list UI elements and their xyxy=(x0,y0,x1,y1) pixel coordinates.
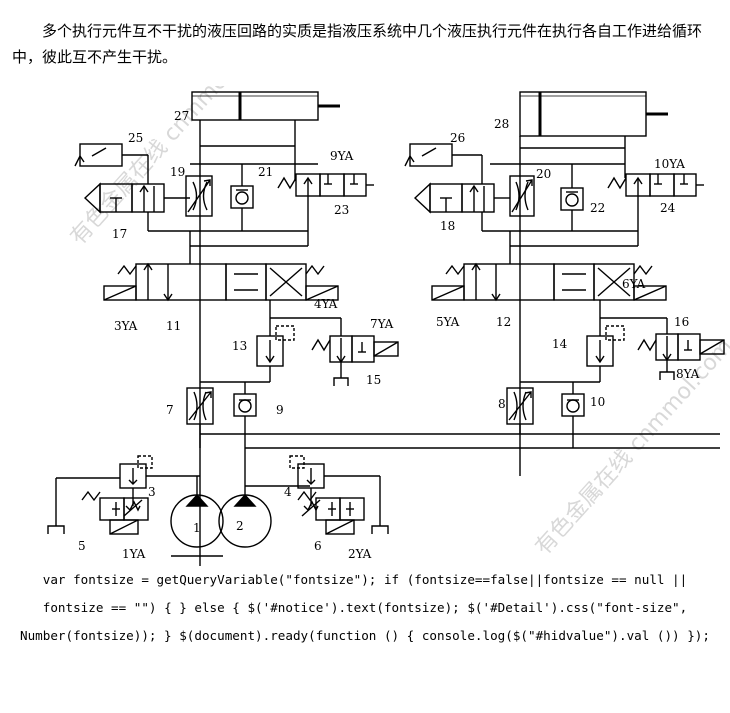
sequence-valve-13 xyxy=(256,325,295,367)
pump-2 xyxy=(218,485,310,548)
diagram-labels: 27 28 25 26 19 20 21 22 17 18 9YA 10YA 2… xyxy=(78,109,700,561)
label-2: 2 xyxy=(236,519,244,533)
label-25: 25 xyxy=(128,131,143,145)
directional-valve-11 xyxy=(103,262,339,302)
throttle-valve-19 xyxy=(185,175,213,217)
hydraulic-circuit-diagram: 有色金属在线 cnmmol.com 有色金属在线 cnmmol.com xyxy=(40,86,730,570)
label-4ya: 4YA xyxy=(314,297,338,311)
label-3ya: 3YA xyxy=(114,319,138,333)
pressure-switch-25 xyxy=(74,143,149,184)
check-valve-22 xyxy=(560,164,584,231)
label-8ya: 8YA xyxy=(676,367,700,381)
svg-text:有色金属在线 cnmmol.com: 有色金属在线 cnmmol.com xyxy=(531,334,730,560)
valve-5 xyxy=(47,477,149,535)
watermark-right: 有色金属在线 cnmmol.com xyxy=(531,334,730,560)
label-9ya: 9YA xyxy=(330,149,354,163)
label-7ya: 7YA xyxy=(370,317,394,331)
label-23: 23 xyxy=(334,203,349,217)
label-13: 13 xyxy=(232,339,247,353)
valve-16 xyxy=(637,333,725,380)
pressure-switch-26 xyxy=(404,143,483,184)
label-12: 12 xyxy=(496,315,511,329)
valve-15 xyxy=(311,335,399,386)
label-6: 6 xyxy=(314,539,322,553)
valve-24 xyxy=(607,173,704,246)
label-6ya: 6YA xyxy=(622,277,646,291)
label-14: 14 xyxy=(552,337,568,351)
label-11: 11 xyxy=(166,319,181,333)
check-valve-9 xyxy=(233,382,257,486)
label-27: 27 xyxy=(174,109,189,123)
label-21: 21 xyxy=(258,165,273,179)
label-16: 16 xyxy=(674,315,689,329)
label-24: 24 xyxy=(660,201,676,215)
label-3: 3 xyxy=(148,485,156,499)
label-8: 8 xyxy=(498,397,506,411)
label-28: 28 xyxy=(494,117,509,131)
valve-18 xyxy=(413,182,510,214)
label-19: 19 xyxy=(170,165,185,179)
label-5ya: 5YA xyxy=(436,315,460,329)
intro-paragraph: 多个执行元件互不干扰的液压回路的实质是指液压系统中几个液压执行元件在执行各自工作… xyxy=(12,22,703,66)
code-text: var fontsize = getQueryVariable("fontsiz… xyxy=(20,572,710,643)
relief-valve-4 xyxy=(289,455,389,534)
directional-valve-12 xyxy=(431,262,667,302)
label-22: 22 xyxy=(590,201,605,215)
label-18: 18 xyxy=(440,219,455,233)
label-15: 15 xyxy=(366,373,381,387)
valve-6 xyxy=(297,490,365,535)
valve-23 xyxy=(277,173,374,246)
label-4: 4 xyxy=(284,485,292,499)
throttle-valve-20 xyxy=(509,175,535,217)
label-9: 9 xyxy=(276,403,284,417)
label-1ya: 1YA xyxy=(122,547,146,561)
label-7: 7 xyxy=(166,403,174,417)
label-20: 20 xyxy=(536,167,551,181)
cylinder-28 xyxy=(519,91,668,137)
pump-1 xyxy=(170,476,224,557)
code-snippet: var fontsize = getQueryVariable("fontsiz… xyxy=(12,566,718,650)
check-valve-21 xyxy=(230,164,254,231)
label-10: 10 xyxy=(590,395,605,409)
label-17: 17 xyxy=(112,227,127,241)
label-1: 1 xyxy=(193,521,201,535)
label-5: 5 xyxy=(78,539,86,553)
cylinder-27 xyxy=(191,91,340,121)
label-2ya: 2YA xyxy=(348,547,372,561)
relief-valve-3 xyxy=(119,455,200,517)
check-valve-10 xyxy=(561,382,585,448)
label-10ya: 10YA xyxy=(654,157,685,171)
sequence-valve-14 xyxy=(586,325,625,367)
label-26: 26 xyxy=(450,131,465,145)
